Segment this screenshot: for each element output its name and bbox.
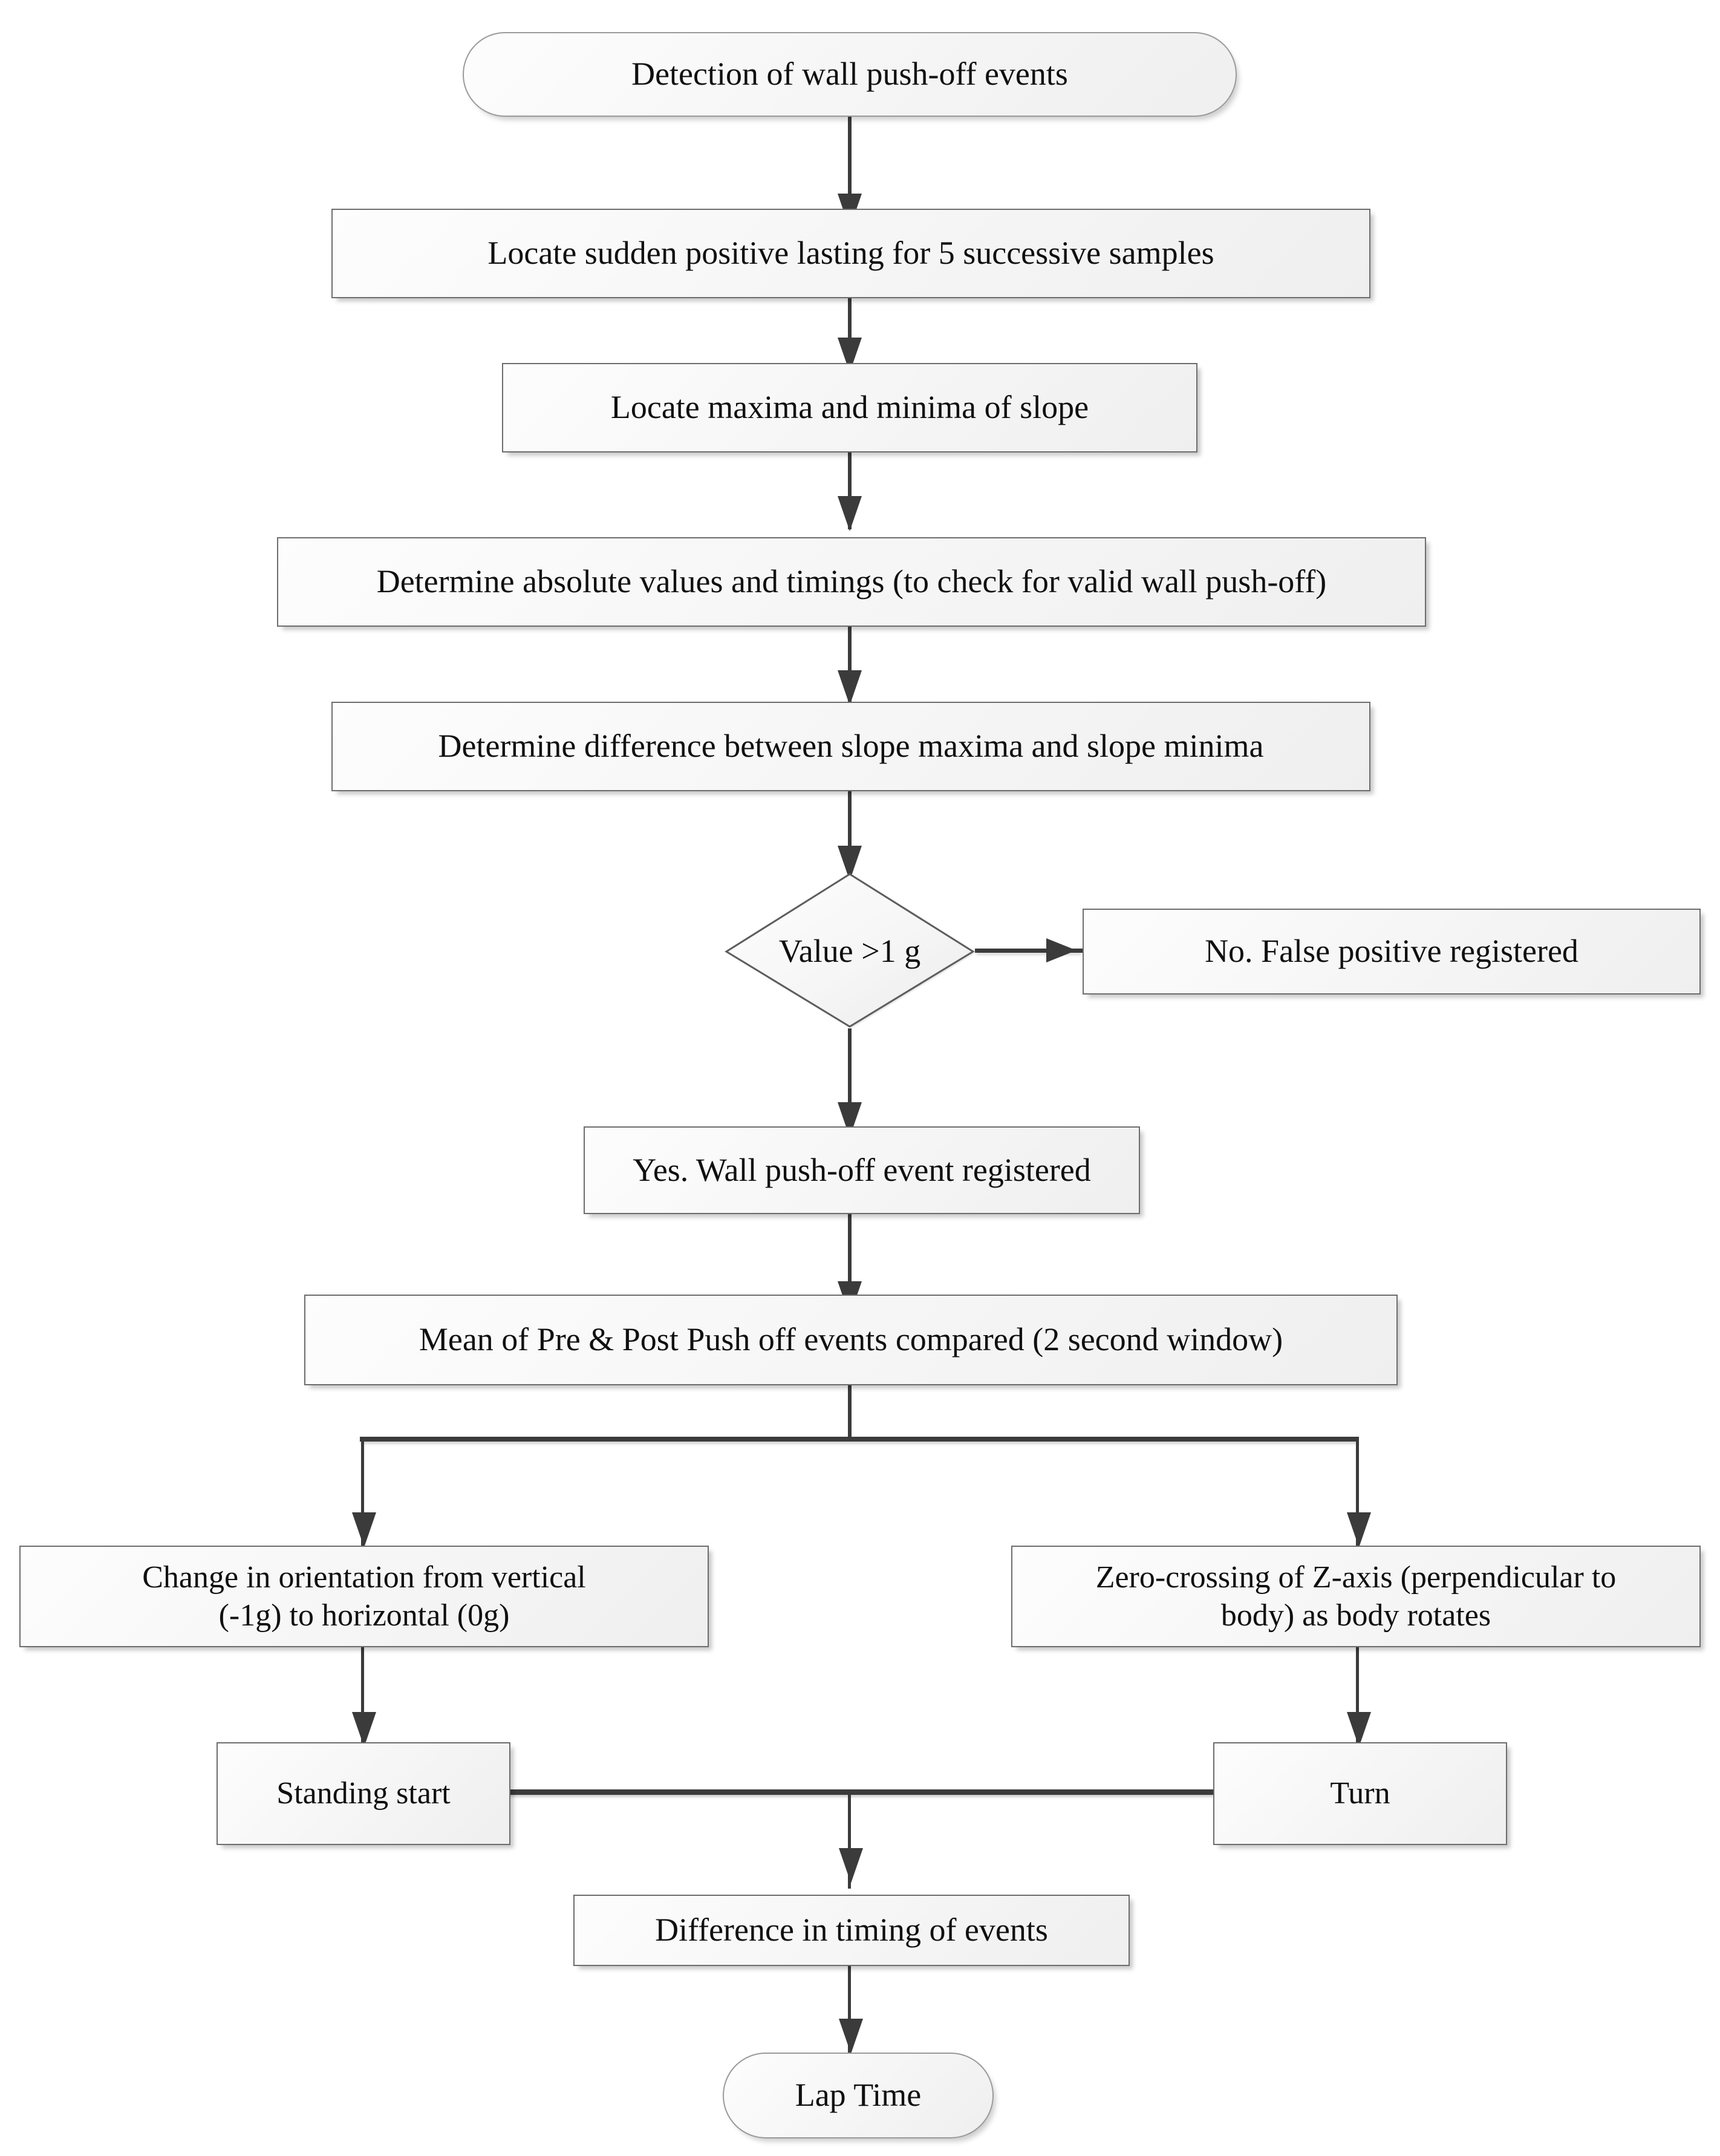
- merge-bar: [508, 1789, 1216, 1795]
- edge-start-to-locate-sudden: [848, 115, 852, 227]
- diamond-shape-icon: [723, 872, 977, 1031]
- arrowhead-down-11: [1347, 1712, 1371, 1747]
- node-start[interactable]: Detection of wall push-off events: [463, 32, 1237, 117]
- node-false-positive[interactable]: No. False positive registered: [1083, 909, 1701, 995]
- edge-determine-abs-to-determine-diff: [848, 608, 852, 705]
- node-lap-time-label: Lap Time: [795, 2077, 922, 2114]
- node-locate-sudden[interactable]: Locate sudden positive lasting for 5 suc…: [331, 209, 1370, 298]
- split-bar-top: [360, 1437, 1359, 1442]
- node-locate-maxmin[interactable]: Locate maxima and minima of slope: [502, 363, 1197, 452]
- arrowhead-down-3: [838, 496, 862, 531]
- edge-locate-maxmin-to-determine-abs: [848, 451, 852, 529]
- node-orientation-change-label: Change in orientation from vertical (-1g…: [142, 1560, 586, 1633]
- edge-locate-sudden-to-locate-maxmin: [848, 296, 852, 372]
- node-determine-diff[interactable]: Determine difference between slope maxim…: [331, 702, 1370, 791]
- node-determine-abs[interactable]: Determine absolute values and timings (t…: [277, 537, 1426, 627]
- edge-zero-crossing-to-turn: [1356, 1645, 1359, 1751]
- node-orientation-change[interactable]: Change in orientation from vertical (-1g…: [19, 1546, 709, 1647]
- edge-yes-registered-to-mean-compare: [848, 1213, 852, 1316]
- node-lap-time[interactable]: Lap Time: [723, 2053, 994, 2138]
- node-yes-registered[interactable]: Yes. Wall push-off event registered: [584, 1126, 1140, 1214]
- node-determine-abs-label: Determine absolute values and timings (t…: [376, 563, 1327, 600]
- node-difference-timing[interactable]: Difference in timing of events: [573, 1895, 1130, 1966]
- edge-split-right-drop: [1356, 1440, 1359, 1555]
- node-locate-maxmin-label: Locate maxima and minima of slope: [610, 389, 1089, 426]
- node-zero-crossing[interactable]: Zero-crossing of Z-axis (perpendicular t…: [1011, 1546, 1701, 1647]
- edge-split-left-drop: [361, 1440, 364, 1555]
- node-turn-label: Turn: [1330, 1776, 1390, 1811]
- node-start-label: Detection of wall push-off events: [631, 56, 1068, 93]
- edge-orientation-to-standing-start: [361, 1645, 364, 1751]
- arrowhead-down-8: [352, 1512, 376, 1547]
- node-locate-sudden-label: Locate sudden positive lasting for 5 suc…: [487, 235, 1214, 272]
- arrowhead-down-9: [1347, 1512, 1371, 1547]
- arrowhead-down-10: [352, 1712, 376, 1747]
- arrowhead-right-1: [1046, 938, 1077, 962]
- arrowhead-down-12: [839, 1848, 863, 1883]
- node-standing-start-label: Standing start: [276, 1776, 451, 1811]
- edge-mean-compare-stem: [848, 1385, 852, 1440]
- node-yes-registered-label: Yes. Wall push-off event registered: [633, 1151, 1091, 1188]
- node-turn[interactable]: Turn: [1213, 1742, 1507, 1845]
- node-decision-label: Value >1 g: [778, 933, 921, 970]
- edge-decision-to-false-positive: [975, 949, 1083, 953]
- node-false-positive-label: No. False positive registered: [1205, 933, 1578, 970]
- node-determine-diff-label: Determine difference between slope maxim…: [438, 728, 1264, 765]
- edge-determine-diff-to-decision: [848, 783, 852, 880]
- node-mean-compare[interactable]: Mean of Pre & Post Push off events compa…: [304, 1295, 1398, 1385]
- node-mean-compare-label: Mean of Pre & Post Push off events compa…: [419, 1321, 1283, 1358]
- edge-decision-to-yes-registered: [848, 1028, 852, 1137]
- arrowhead-down-4: [838, 670, 862, 705]
- arrowhead-down-13: [839, 2019, 863, 2054]
- node-zero-crossing-label: Zero-crossing of Z-axis (perpendicular t…: [1095, 1560, 1617, 1633]
- node-standing-start[interactable]: Standing start: [217, 1742, 510, 1845]
- edge-difference-timing-to-lap-time: [848, 1964, 851, 2061]
- edge-merge-to-difference-timing: [848, 1792, 851, 1889]
- node-difference-timing-label: Difference in timing of events: [655, 1912, 1048, 1949]
- node-decision[interactable]: Value >1 g: [723, 872, 977, 1031]
